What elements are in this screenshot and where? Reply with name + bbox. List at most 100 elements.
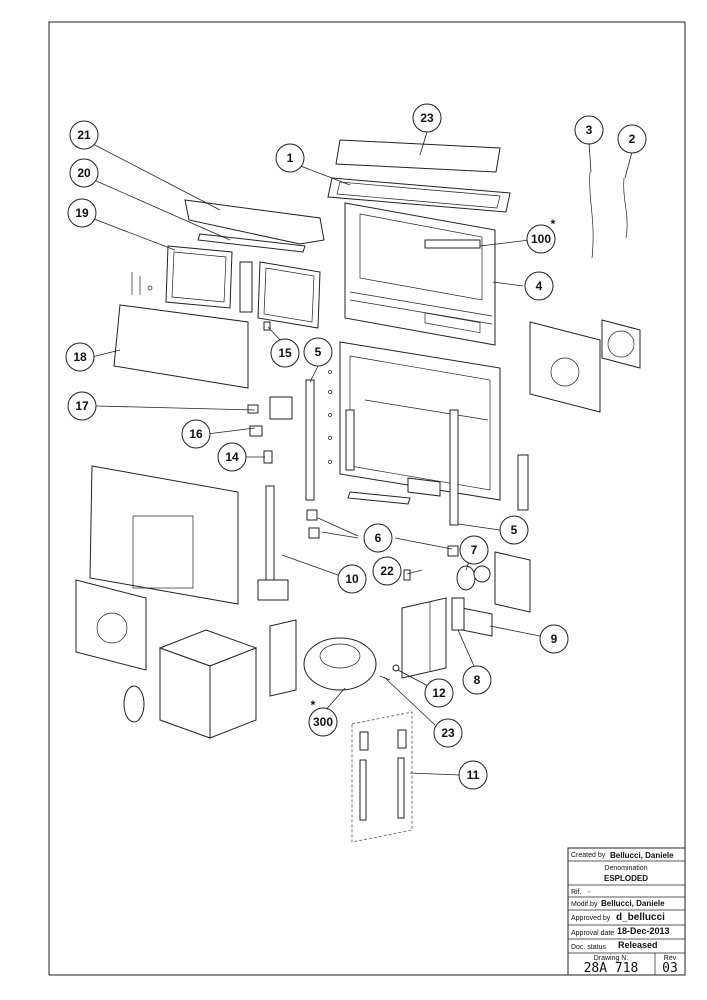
tb-drawing-no-label: Drawing N. (594, 955, 629, 962)
part-firebox (339, 341, 501, 505)
part-5-left-strip (305, 379, 315, 501)
parts-artwork (75, 139, 641, 843)
svg-text:9: 9 (551, 632, 558, 646)
callout-4: 4 (524, 271, 554, 301)
part-6-clip-b (308, 527, 320, 539)
svg-text:10: 10 (345, 572, 359, 586)
part-screws (131, 272, 153, 295)
part-10-rod-assembly (257, 485, 289, 601)
part-16-bracket (269, 396, 293, 420)
part-19-rail (197, 233, 306, 253)
tb-created-by-label: Created by (571, 852, 606, 859)
callout-5-right: 5 (499, 515, 529, 545)
part-100-burner (424, 239, 481, 249)
part-control-plate (494, 551, 531, 613)
svg-text:11: 11 (467, 768, 480, 782)
part-5-right-strip (449, 409, 459, 526)
callout-22: 22 (372, 556, 402, 586)
callout-7: 7 (459, 535, 489, 565)
tb-created-by-value: Bellucci, Daniele (610, 851, 674, 860)
callout-8: 8 (462, 665, 492, 695)
tb-approval-date-value: 18-Dec-2013 (617, 926, 670, 936)
svg-text:1: 1 (287, 151, 294, 165)
svg-text:5: 5 (511, 523, 518, 537)
svg-text:*: * (551, 217, 556, 231)
part-9-board (461, 607, 493, 637)
svg-text:23: 23 (441, 726, 455, 740)
callout-15: 16 (181, 419, 211, 449)
svg-text:19: 19 (75, 206, 89, 220)
tb-denomination-label: Denomination (604, 865, 647, 872)
tb-rif-label: Rif. (571, 889, 582, 896)
part-back-plate (529, 321, 601, 413)
part-16-clip (247, 404, 259, 414)
svg-text:4: 4 (536, 279, 543, 293)
part-convection-box (158, 629, 258, 739)
svg-text:20: 20 (77, 166, 91, 180)
title-block: Created by Bellucci, Daniele Denominatio… (567, 847, 686, 976)
tb-approved-label: Approved by (571, 915, 611, 922)
part-flue-collar (601, 319, 641, 369)
svg-text:*: * (311, 698, 316, 712)
part-8-module (451, 597, 465, 631)
callout-18: 19 (67, 198, 97, 228)
svg-text:8: 8 (474, 673, 481, 687)
part-control-box (401, 597, 447, 679)
svg-text:3: 3 (586, 123, 593, 137)
tb-approval-date-label: Approval date (571, 930, 614, 937)
callout-21: 23 (412, 103, 442, 133)
svg-text:21: 21 (77, 128, 91, 142)
part-screw-column (328, 370, 332, 464)
callout-3: 3 (574, 115, 604, 145)
part-20-deflector (184, 199, 325, 245)
svg-text:12: 12 (432, 686, 446, 700)
part-12-screw (392, 664, 400, 672)
part-left-side-panel (345, 409, 355, 471)
callout-23: 23 (433, 718, 463, 748)
svg-text:18: 18 (73, 350, 87, 364)
tb-doc-status-value: Released (618, 940, 658, 950)
tb-drawing-no-value: 28A_718 (584, 961, 639, 976)
part-13-spring (263, 450, 273, 464)
tb-modif-value: Bellucci, Daniele (601, 899, 665, 908)
callout-20: 21 (69, 120, 99, 150)
tb-denomination-value: ESPLODED (604, 874, 648, 883)
callouts: 23 1 3 2 21 20 19 100* 4 18 15 5 17 16 1… (65, 103, 647, 790)
callout-14: 15 (270, 338, 300, 368)
part-6-clip-a (306, 509, 318, 521)
drawing-frame (48, 21, 686, 976)
callout-10: 10 (337, 564, 367, 594)
callout-16: 17 (67, 391, 97, 421)
tb-modif-label: Modif.by (571, 901, 598, 908)
tb-doc-status-label: Doc. status (571, 944, 607, 951)
callout-300: 300* (308, 698, 338, 737)
svg-text:7: 7 (471, 543, 478, 557)
part-14-clip (263, 321, 271, 331)
part-7-disc (473, 565, 491, 583)
svg-text:17: 17 (75, 399, 89, 413)
part-1-gasket (327, 177, 511, 213)
part-6-clip-c (447, 545, 459, 557)
part-11-bracket-plate (351, 711, 413, 843)
svg-text:16: 16 (189, 427, 203, 441)
part-2-cable (623, 177, 628, 239)
callout-19: 20 (69, 158, 99, 188)
tb-rif-value: - (588, 889, 591, 896)
svg-text:23: 23 (420, 111, 434, 125)
svg-text:22: 22 (380, 564, 394, 578)
tb-rev-value: 03 (662, 961, 678, 976)
svg-text:14: 14 (225, 450, 239, 464)
svg-text:15: 15 (278, 346, 292, 360)
callout-11: 11 (458, 760, 488, 790)
tb-rev-label: Rev (664, 955, 677, 962)
callout-2: 2 (617, 124, 647, 154)
callout-13: 14 (217, 442, 247, 472)
part-17-front-panel (113, 304, 249, 389)
tb-approved-value: d_bellucci (616, 912, 665, 923)
part-side-grill (269, 619, 297, 697)
callout-1: 1 (275, 143, 305, 173)
callout-5-top: 5 (303, 337, 333, 367)
callout-9: 9 (539, 624, 569, 654)
svg-text:5: 5 (315, 345, 322, 359)
part-18-doors (165, 245, 321, 329)
